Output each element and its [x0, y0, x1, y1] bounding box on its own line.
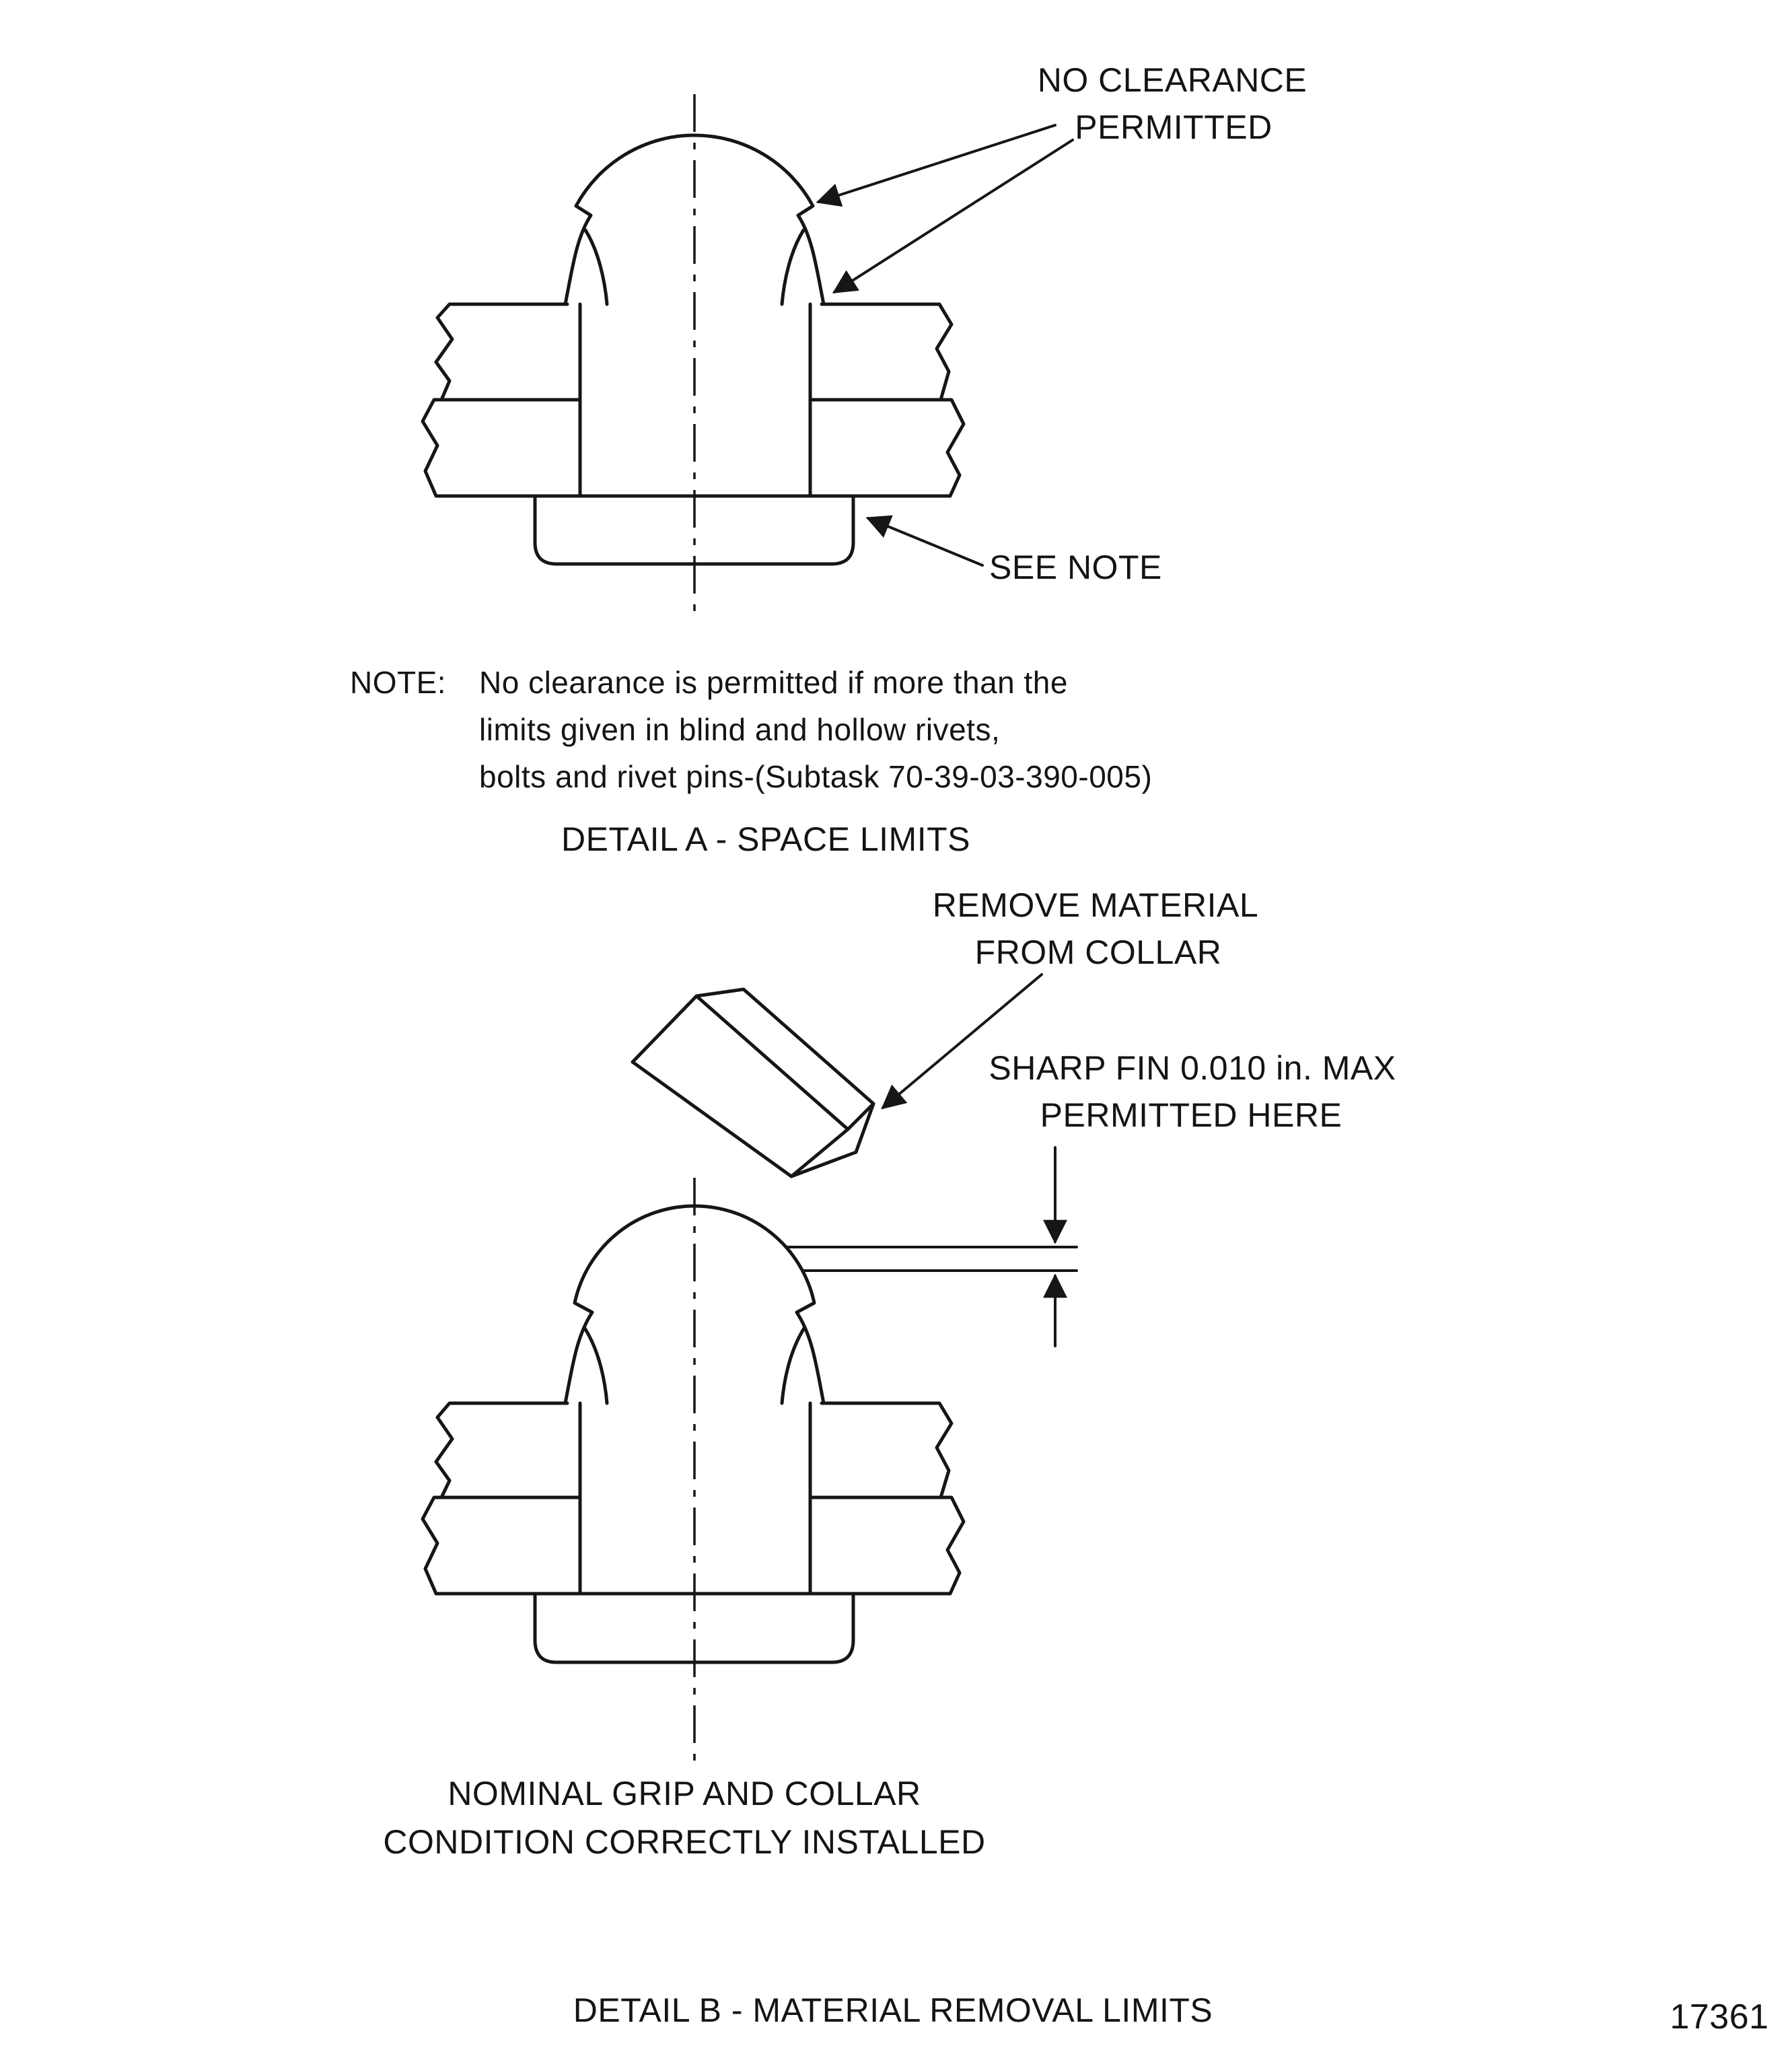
sharp-fin-label-line1: SHARP FIN 0.010 in. MAX	[989, 1049, 1396, 1087]
pin-inner-right-b	[780, 1325, 807, 1405]
plate-upper-right-b	[808, 1401, 954, 1499]
figure-number: 17361	[1670, 1997, 1768, 2036]
pin-inner-left-a	[583, 228, 609, 306]
collar-dome-outline-a	[563, 133, 826, 306]
leader-no-clearance-lower	[832, 139, 1074, 293]
no-clearance-label-line2: PERMITTED	[1075, 108, 1272, 146]
leader-see-note	[865, 515, 984, 567]
bottom-collar-a	[533, 494, 855, 566]
sharp-fin-label-line2: PERMITTED HERE	[1040, 1096, 1342, 1134]
detail-a-caption: DETAIL A - SPACE LIMITS	[561, 820, 970, 858]
detail-b-caption: DETAIL B - MATERIAL REMOVAL LIMITS	[573, 1991, 1213, 2029]
no-clearance-label-line1: NO CLEARANCE	[1038, 61, 1307, 99]
note-line1: No clearance is permitted if more than t…	[479, 665, 1068, 700]
plate-lower-right-b	[808, 1495, 966, 1596]
nominal-grip-label-line1: NOMINAL GRIP AND COLLAR	[447, 1775, 921, 1812]
removed-material-chip	[631, 987, 875, 1178]
note-line2: limits given in blind and hollow rivets,	[479, 712, 1000, 747]
pin-inner-right-a	[780, 228, 805, 306]
plate-upper-left-b	[434, 1401, 582, 1499]
detail-a-figure: NO CLEARANCE PERMITTED SEE NOTE NOTE: No…	[350, 61, 1307, 858]
bottom-collar-b	[533, 1592, 855, 1664]
plate-lower-left-b	[421, 1495, 582, 1596]
chip-edge-line3	[846, 1102, 875, 1131]
collar-dome-outline-b	[563, 1204, 826, 1405]
chip-edge-line2	[789, 1127, 850, 1178]
chip-outline	[631, 987, 875, 1178]
pin-inner-left-b	[582, 1325, 609, 1405]
see-note-label: SEE NOTE	[989, 548, 1162, 586]
remove-material-label-line2: FROM COLLAR	[975, 933, 1222, 971]
chip-edge-line1	[694, 994, 850, 1131]
remove-material-label-line1: REMOVE MATERIAL	[933, 886, 1258, 924]
plate-lower-left-a	[421, 398, 582, 498]
plate-upper-left-a	[434, 302, 582, 402]
leader-no-clearance-upper	[816, 124, 1056, 207]
plate-lower-right-a	[808, 398, 966, 498]
plate-upper-right-a	[808, 302, 954, 402]
note-line3: bolts and rivet pins-(Subtask 70-39-03-3…	[479, 759, 1152, 794]
detail-b-figure: REMOVE MATERIAL FROM COLLAR SHARP FIN 0.…	[383, 886, 1396, 2029]
note-prefix: NOTE:	[350, 665, 446, 700]
leader-remove-material	[881, 973, 1043, 1110]
nominal-grip-label-line2: CONDITION CORRECTLY INSTALLED	[383, 1823, 985, 1861]
